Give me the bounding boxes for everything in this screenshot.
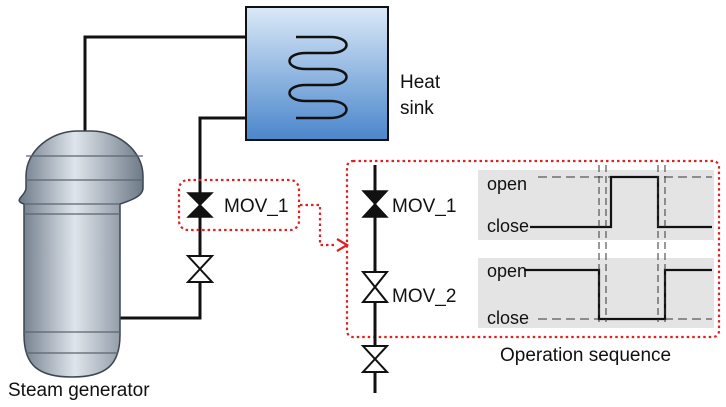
- sequence-valve-mov2: [360, 271, 390, 303]
- mov1-signal-trace: [530, 175, 712, 229]
- callout-arrow-head: [336, 238, 350, 252]
- steam-generator-label: Steam generator: [8, 380, 150, 401]
- operation-sequence-caption: Operation sequence: [500, 345, 671, 366]
- timing-guides: [598, 165, 666, 322]
- steam-generator: Steam generator: [8, 130, 150, 401]
- heat-sink-label-line2: sink: [400, 98, 434, 119]
- sequence-valve-mov1: [361, 190, 389, 218]
- heat-sink: Heat sink: [245, 6, 441, 141]
- valve-mov2-open: [185, 255, 215, 283]
- mov1-signal-panel: [478, 170, 714, 240]
- pipe-hot-leg: [83, 35, 296, 140]
- heat-sink-label-line1: Heat: [400, 72, 441, 93]
- mov1-open-label: open: [487, 174, 527, 194]
- callout-arrow-line: [300, 203, 337, 247]
- valve-mov1-closed: [186, 192, 214, 218]
- steam-generator-vessel: [18, 130, 144, 378]
- pipe-cold-leg: [119, 116, 296, 320]
- sequence-mov1-label: MOV_1: [392, 196, 456, 217]
- mov1-close-label: close: [487, 216, 529, 236]
- operation-sequence-panel: [345, 159, 721, 339]
- mov1-loop-label: MOV_1: [224, 196, 288, 217]
- mov2-signal-trace: [524, 268, 712, 321]
- heat-sink-box: [245, 6, 389, 141]
- sequence-mov2-label: MOV_2: [392, 286, 456, 307]
- sequence-valve-bottom: [360, 345, 390, 373]
- heat-sink-coil: [288, 35, 348, 120]
- mov1-highlight-box: [177, 178, 301, 232]
- mov2-open-label: open: [487, 261, 527, 281]
- mov2-close-label: close: [487, 308, 529, 328]
